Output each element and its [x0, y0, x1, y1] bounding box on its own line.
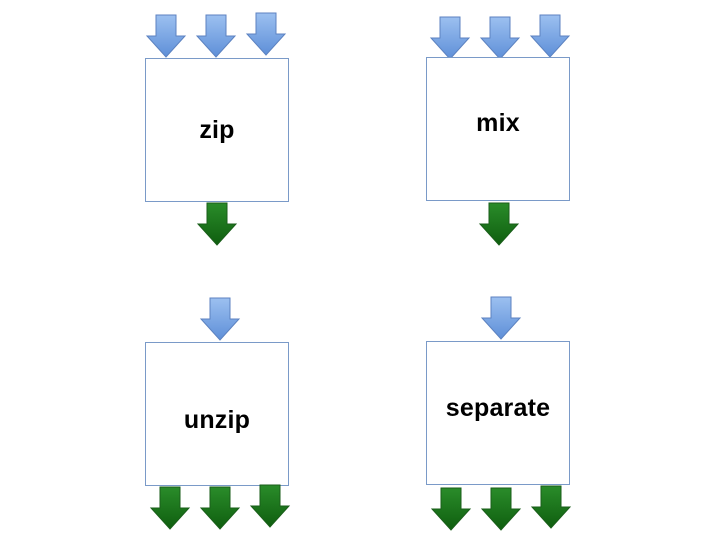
- zip-input-arrow-3-icon: [245, 12, 287, 56]
- unzip-output-arrow-1-icon: [149, 486, 191, 530]
- mix-input-arrow-1-icon: [429, 16, 471, 60]
- unzip-output-arrow-3-icon: [249, 484, 291, 528]
- mix-box: mix: [426, 57, 570, 201]
- zip-input-arrow-2-icon: [195, 14, 237, 58]
- mix-input-arrow-2-icon: [479, 16, 521, 60]
- mix-output-arrow-icon: [478, 202, 520, 246]
- separate-output-arrow-1-icon: [430, 487, 472, 531]
- zip-label: zip: [199, 115, 235, 144]
- separate-box: separate: [426, 341, 570, 485]
- separate-label: separate: [445, 393, 551, 422]
- separate-output-arrow-3-icon: [530, 485, 572, 529]
- zip-input-arrow-1-icon: [145, 14, 187, 58]
- mix-input-arrow-3-icon: [529, 14, 571, 58]
- separate-output-arrow-2-icon: [480, 487, 522, 531]
- unzip-input-arrow-icon: [199, 297, 241, 341]
- unzip-output-arrow-2-icon: [199, 486, 241, 530]
- zip-box: zip: [145, 58, 289, 202]
- zip-output-arrow-icon: [196, 202, 238, 246]
- unzip-label: unzip: [183, 405, 251, 434]
- unzip-box: unzip: [145, 342, 289, 486]
- mix-label: mix: [476, 108, 520, 137]
- separate-input-arrow-icon: [480, 296, 522, 340]
